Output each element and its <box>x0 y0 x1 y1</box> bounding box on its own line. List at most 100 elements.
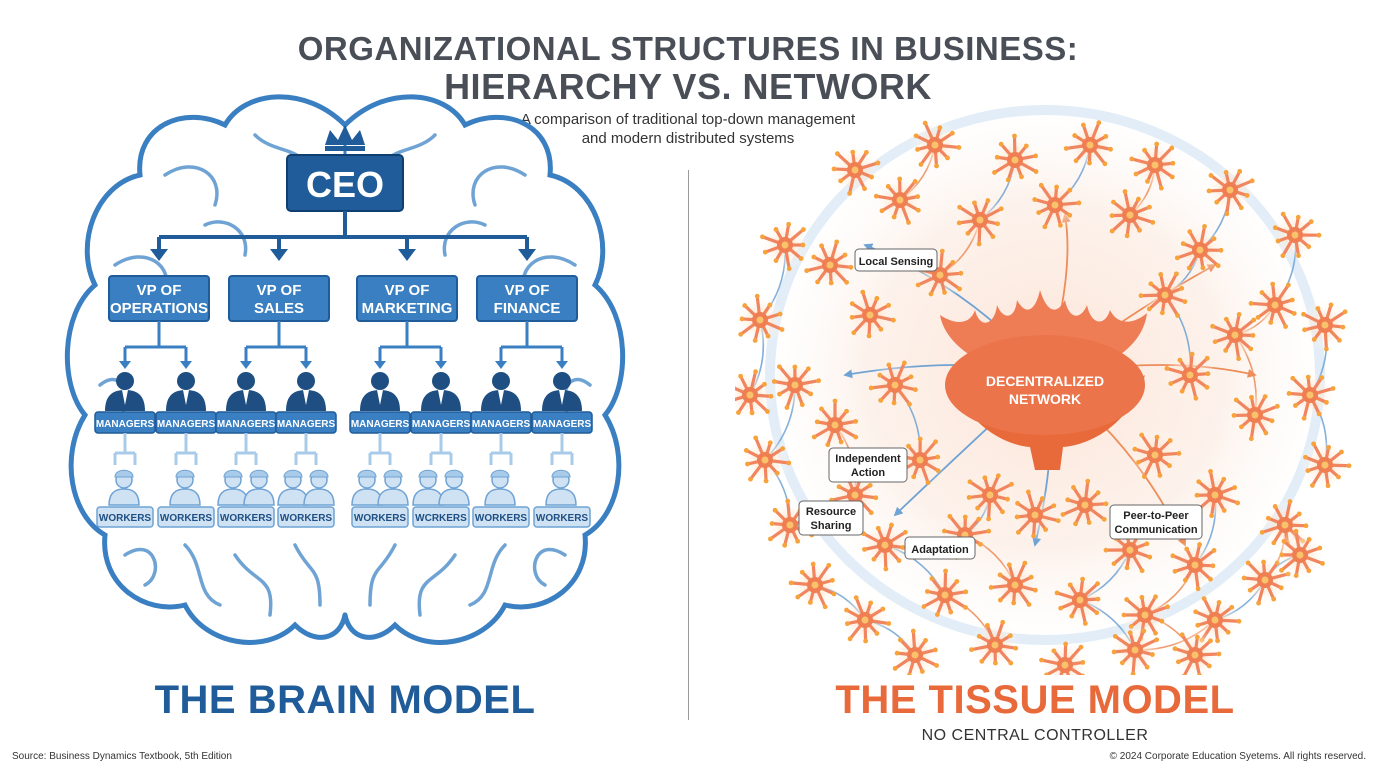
svg-text:SALES: SALES <box>254 300 304 317</box>
tissue-cell <box>1274 528 1326 581</box>
worker-node: WORKERS <box>533 469 591 528</box>
brain-model-title: THE BRAIN MODEL <box>154 678 536 722</box>
svg-text:WORKERS: WORKERS <box>280 513 333 524</box>
callout-adaptation: Adaptation <box>904 536 976 560</box>
svg-text:WORKERS: WORKERS <box>536 513 589 524</box>
tissue-cell <box>1299 439 1352 491</box>
source-note: Source: Business Dynamics Textbook, 5th … <box>12 751 232 762</box>
tissue-cell <box>1059 478 1111 531</box>
worker-node: WORKERS <box>157 469 215 528</box>
subtitle-line2: and modern distributed systems <box>581 130 795 147</box>
svg-text:VP OF: VP OF <box>137 282 182 299</box>
tissue-model-diagram: DECENTRALIZED NETWORK Local Sensing Inde… <box>735 85 1352 675</box>
worker-node: WORKERS <box>277 469 335 528</box>
tissue-cell <box>1169 539 1221 592</box>
svg-text:VP OF: VP OF <box>257 282 302 299</box>
svg-text:Sharing: Sharing <box>811 520 852 532</box>
tissue-cell <box>988 559 1041 611</box>
tissue-cell <box>909 119 962 171</box>
tissue-cell <box>954 194 1006 247</box>
worker-node: WORKERS <box>351 469 409 528</box>
tissue-cell <box>873 174 926 226</box>
tissue-model-subtitle: NO CENTRAL CONTROLLER <box>921 727 1149 744</box>
callout-local-sensing: Local Sensing <box>854 248 938 272</box>
svg-text:VP OF: VP OF <box>505 282 550 299</box>
tissue-cell <box>1164 349 1216 401</box>
tissue-cell <box>1029 179 1082 231</box>
svg-text:WORKERS: WORKERS <box>220 513 273 524</box>
manager-node: MANAGERS <box>94 372 156 434</box>
ceo-box: CEO <box>286 154 404 212</box>
tissue-cell <box>735 369 776 421</box>
tissue-cell <box>1054 574 1106 626</box>
tissue-cell <box>759 219 811 272</box>
svg-text:MANAGERS: MANAGERS <box>412 419 471 430</box>
tissue-cell <box>868 359 921 411</box>
tissue-cell <box>804 239 856 291</box>
center-divider <box>688 170 689 720</box>
main-title-line1: ORGANIZATIONAL STRUCTURES IN BUSINESS: <box>297 30 1079 67</box>
svg-text:Resource: Resource <box>806 506 856 518</box>
svg-text:WORKERS: WORKERS <box>160 513 213 524</box>
svg-text:MANAGERS: MANAGERS <box>533 419 592 430</box>
tissue-cell <box>1174 224 1226 276</box>
worker-node: WORKERS <box>472 469 530 528</box>
tissue-cell <box>989 133 1041 186</box>
central-network-node: DECENTRALIZED NETWORK <box>940 290 1147 470</box>
center-label-line2: NETWORK <box>1009 391 1081 407</box>
tissue-cell <box>735 293 786 346</box>
svg-text:WCRKERS: WCRKERS <box>415 513 467 524</box>
tissue-cell <box>1009 489 1061 541</box>
svg-text:WORKERS: WORKERS <box>99 513 152 524</box>
tissue-cell <box>788 559 841 611</box>
manager-node: MANAGERS <box>349 372 411 434</box>
tissue-cell <box>859 519 911 572</box>
worker-node: WCRKERS <box>412 469 470 528</box>
tissue-model-title: THE TISSUE MODEL <box>835 678 1235 722</box>
manager-node: MANAGERS <box>215 372 277 434</box>
tissue-cell <box>1269 209 1322 261</box>
svg-text:Adaptation: Adaptation <box>911 544 969 556</box>
manager-node: MANAGERS <box>470 372 532 434</box>
tissue-cell <box>889 628 941 675</box>
svg-text:VP OF: VP OF <box>385 282 430 299</box>
svg-text:MANAGERS: MANAGERS <box>157 419 216 430</box>
tissue-cell <box>739 434 792 486</box>
tissue-cell <box>1169 629 1222 675</box>
svg-text:Peer-to-Peer: Peer-to-Peer <box>1123 510 1189 522</box>
manager-node: MANAGERS <box>155 372 217 434</box>
tissue-cell <box>1063 119 1116 171</box>
main-title-line2: HIERARCHY VS. NETWORK <box>444 66 932 107</box>
svg-text:MANAGERS: MANAGERS <box>277 419 336 430</box>
tissue-cell <box>1129 139 1181 191</box>
tissue-cell <box>1299 299 1351 352</box>
crown-icon <box>325 125 365 145</box>
callout-independent-action: Independent Action <box>828 447 908 483</box>
manager-node: MANAGERS <box>275 372 337 434</box>
svg-text:MARKETING: MARKETING <box>362 300 453 317</box>
svg-text:WORKERS: WORKERS <box>475 513 528 524</box>
svg-text:OPERATIONS: OPERATIONS <box>110 300 208 317</box>
tissue-cell <box>839 594 892 646</box>
tissue-cell <box>809 398 861 451</box>
callout-resource-sharing: Resource Sharing <box>798 500 864 536</box>
ceo-label: CEO <box>306 164 384 205</box>
tissue-cell <box>1209 309 1261 362</box>
tissue-cell <box>1039 639 1091 675</box>
tissue-cell <box>1284 369 1336 421</box>
svg-text:MANAGERS: MANAGERS <box>472 419 531 430</box>
svg-text:MANAGERS: MANAGERS <box>217 419 276 430</box>
copyright-note: © 2024 Corporate Education Syetems. All … <box>1109 751 1366 762</box>
tissue-cell <box>1138 269 1191 321</box>
manager-node: MANAGERS <box>531 372 593 434</box>
tissue-cell <box>1229 389 1281 442</box>
center-label-line1: DECENTRALIZED <box>986 373 1104 389</box>
worker-node: WORKERS <box>96 469 154 528</box>
svg-text:WORKERS: WORKERS <box>354 513 407 524</box>
svg-text:Independent: Independent <box>835 453 901 465</box>
svg-text:FINANCE: FINANCE <box>494 300 561 317</box>
